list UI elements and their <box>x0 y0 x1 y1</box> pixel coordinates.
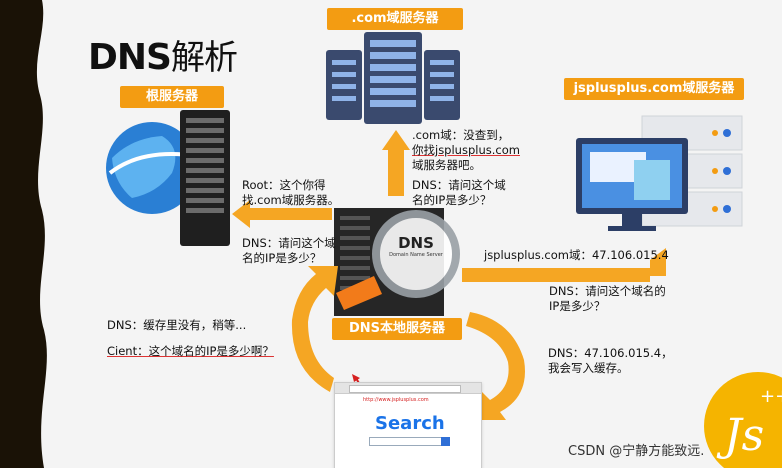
search-button[interactable] <box>441 437 450 446</box>
search-logo: Search <box>375 413 445 434</box>
arrow-client-to-dns <box>291 266 338 392</box>
arrow-to-js <box>462 248 666 282</box>
js-reply-text: jsplusplus.com域：47.106.015.4 <box>484 248 669 262</box>
jsplusplus-server-icon <box>576 115 743 231</box>
left-decor-strip <box>0 0 47 468</box>
globe-icon <box>106 122 198 214</box>
arrow-to-com <box>382 130 410 196</box>
svg-text:Js: Js <box>716 410 764 461</box>
browser-toolbar <box>335 383 481 394</box>
com-server-icon <box>326 32 460 124</box>
dns-logo-sub: Domain Name Server <box>389 252 443 258</box>
dns-ask-root-text: DNS：请问这个域 名的IP是多少？ <box>242 236 336 265</box>
root-reply-text: Root：这个你得 找.com域服务器。 <box>242 178 340 207</box>
local-dns-server-icon <box>334 208 460 316</box>
browser-address-bar[interactable] <box>349 385 461 393</box>
arrow-to-root <box>232 200 332 228</box>
dns-answer-text: DNS：47.106.015.4， 我会写入缓存。 <box>548 346 673 375</box>
dns-ask-com-text: DNS：请问这个域 名的IP是多少？ <box>412 178 506 207</box>
local-dns-server-badge: DNS本地服务器 <box>332 318 462 340</box>
dns-ask-js-text: DNS：请问这个域名的 IP是多少？ <box>549 284 666 313</box>
com-reply-text: .com域：没查到， 你找jsplusplus.com 域服务器吧。 <box>412 128 520 172</box>
search-input[interactable] <box>369 437 443 446</box>
arrow-dns-to-client <box>466 312 525 420</box>
jsplusplus-server-badge: jsplusplus.com域服务器 <box>564 78 744 100</box>
browser-url-text: http://www.jsplusplus.com <box>363 397 429 403</box>
dns-wait-text: DNS：缓存里没有，稍等... <box>107 318 247 332</box>
csdn-watermark: CSDN @宁静方能致远. <box>568 444 705 459</box>
svg-text:++: ++ <box>760 386 782 407</box>
dns-logo: DNS Domain Name Server <box>380 234 452 258</box>
root-server-badge: 根服务器 <box>120 86 224 108</box>
com-server-badge: .com域服务器 <box>327 8 463 30</box>
client-ask-text: Cient：这个域名的IP是多少啊？ <box>107 344 274 358</box>
jsplusplus-logo: Js ++ <box>704 372 782 468</box>
page-title: DNS解析 <box>88 37 238 78</box>
browser-window: http://www.jsplusplus.com Search <box>334 382 482 468</box>
dns-logo-main: DNS <box>398 234 434 252</box>
root-server-rack-icon <box>180 110 230 246</box>
